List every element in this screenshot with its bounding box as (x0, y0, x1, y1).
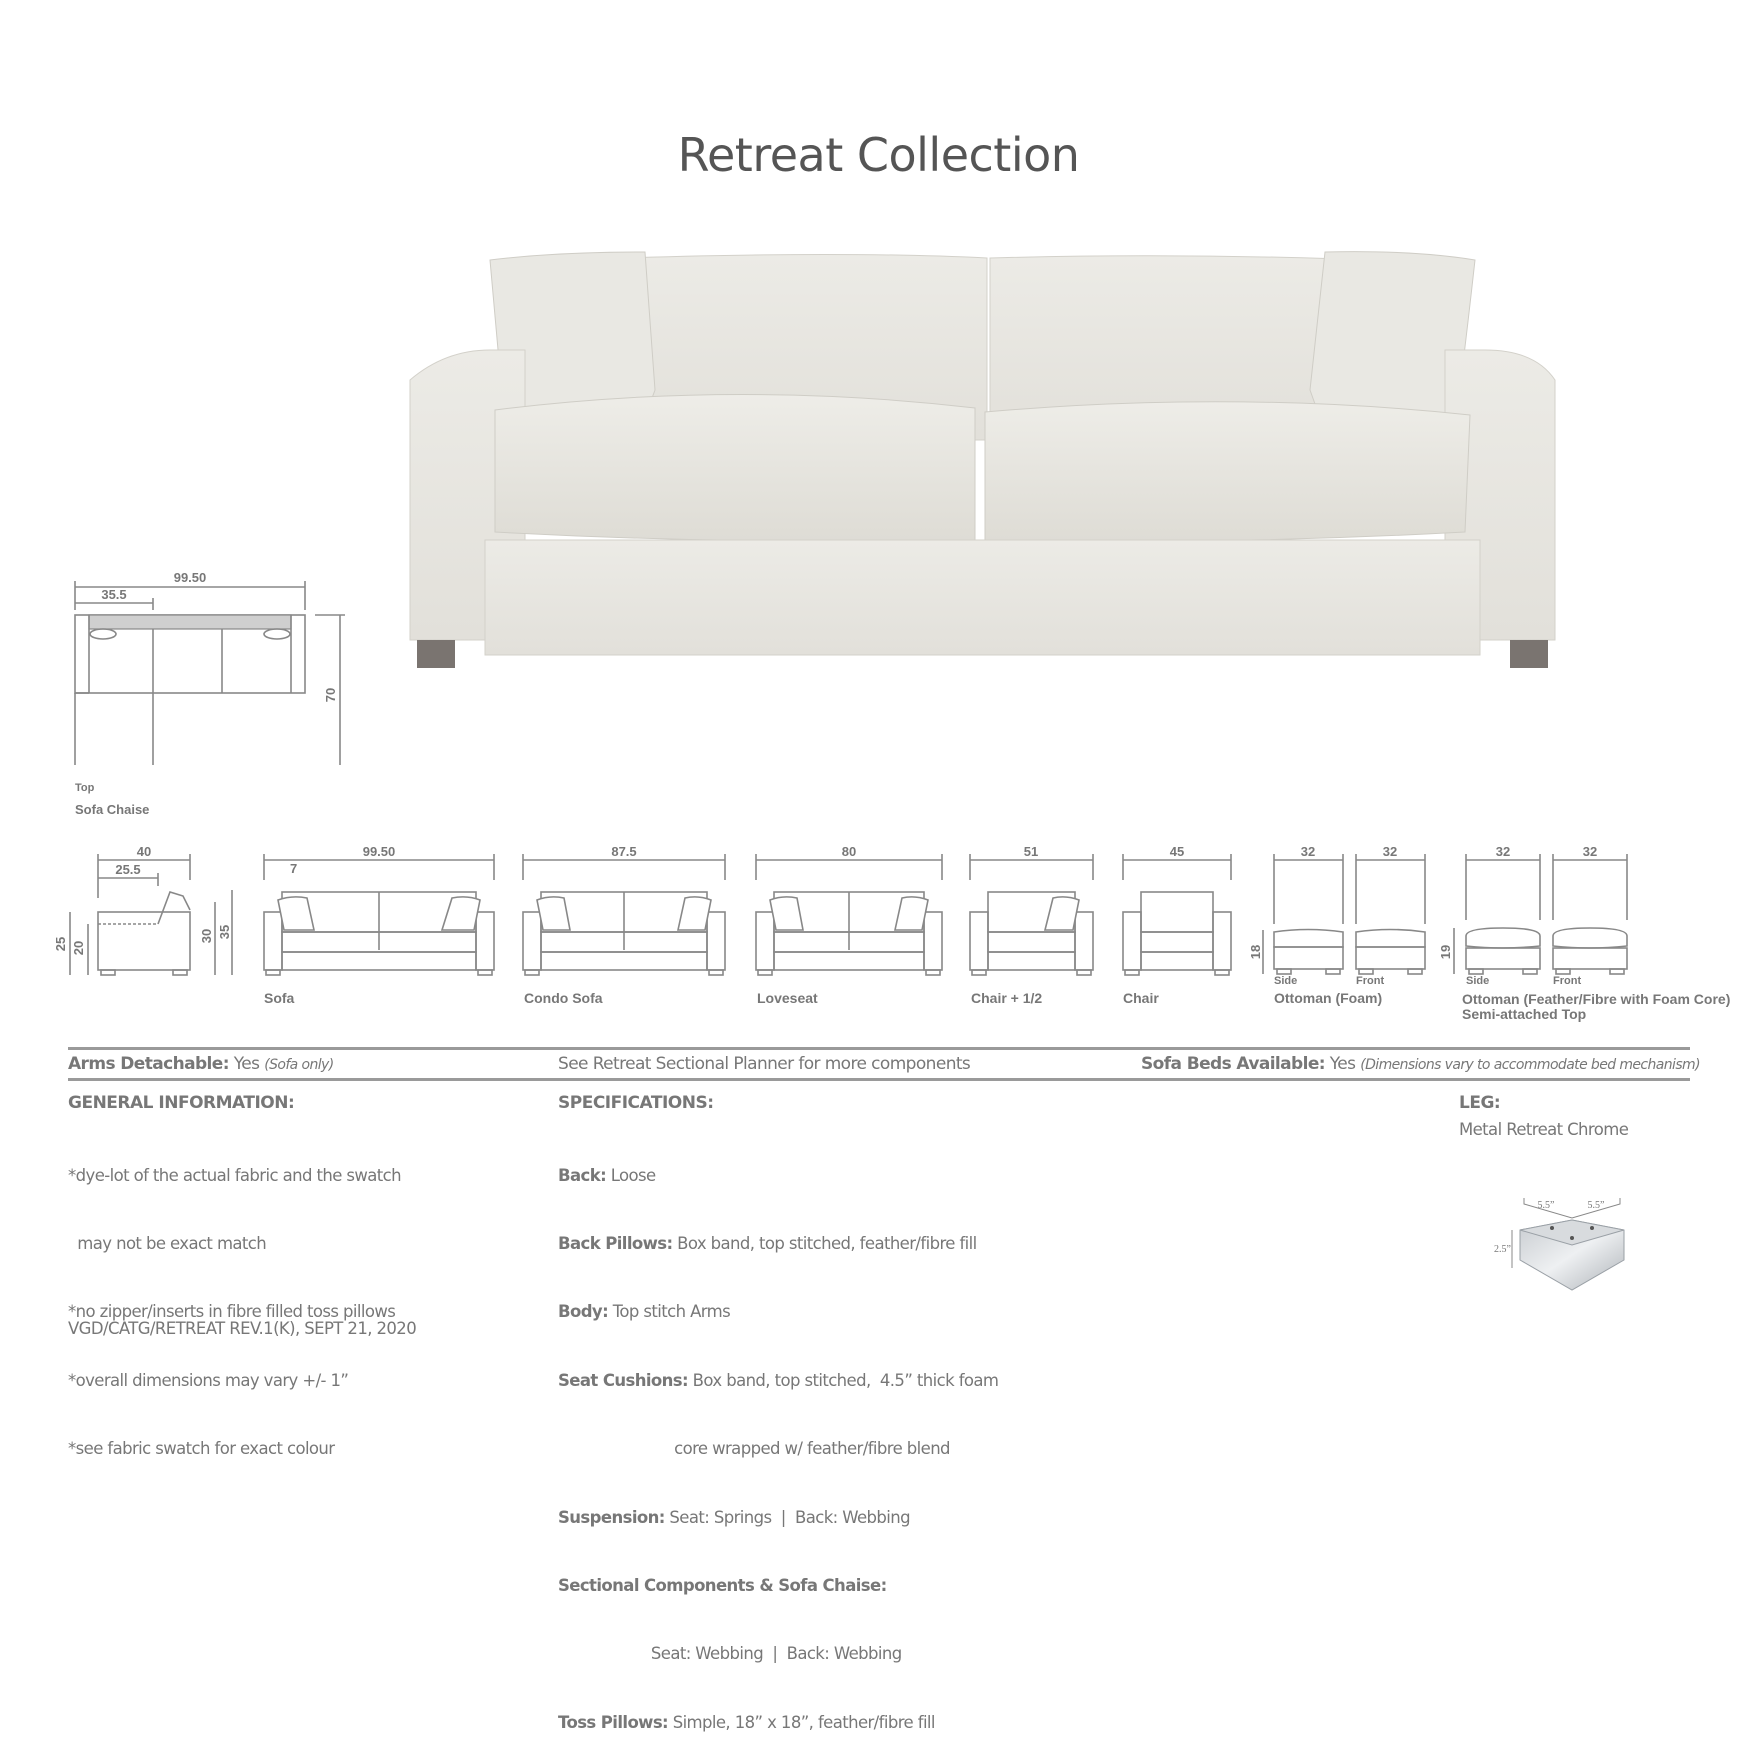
chrome-leg-diagram: 5.5” 5.5” 2.5” (1494, 1198, 1625, 1291)
svg-text:25: 25 (55, 937, 68, 951)
general-info-line: may not be exact match (68, 1233, 267, 1253)
loveseat-diagram: 80 (755, 844, 943, 976)
svg-text:18: 18 (1250, 945, 1263, 959)
spec-item: Seat Cushions: Box band, top stitched, 4… (558, 1370, 999, 1390)
divider-bottom (68, 1078, 1690, 1081)
svg-text:70: 70 (323, 688, 338, 702)
svg-text:35.5: 35.5 (101, 587, 126, 602)
spec-item: Suspension: Seat: Springs | Back: Webbin… (558, 1507, 911, 1527)
specifications-heading: SPECIFICATIONS: (558, 1093, 714, 1113)
svg-text:7: 7 (290, 861, 297, 876)
general-info-line: *see fabric swatch for exact colour (68, 1439, 335, 1459)
svg-text:32: 32 (1383, 844, 1397, 859)
model-label-chair-and-half: Chair + 1/2 (971, 990, 1043, 1006)
model-label-condo-sofa: Condo Sofa (524, 990, 603, 1006)
chair-and-half-diagram: 51 (969, 844, 1094, 976)
svg-text:51: 51 (1024, 844, 1038, 859)
leg-heading: LEG: (1459, 1093, 1501, 1113)
svg-text:25.5: 25.5 (115, 862, 140, 877)
specifications-list: Back: Loose Back Pillows: Box band, top … (558, 1119, 999, 1757)
divider-top (68, 1047, 1690, 1050)
document-code: VGD/CATG/RETREAT REV.1(K), SEPT 21, 2020 (68, 1319, 417, 1338)
sofa-front-diagram: 99.50 7 (263, 844, 495, 976)
chaise-view-label: Top (75, 782, 95, 794)
svg-text:87.5: 87.5 (611, 844, 636, 859)
spec-item: Seat: Webbing | Back: Webbing (558, 1644, 902, 1664)
general-info-line: *dye-lot of the actual fabric and the sw… (68, 1165, 402, 1185)
arms-detachable: Arms Detachable: Yes (Sofa only) (68, 1054, 334, 1074)
sofa-chaise-top-diagram: 99.50 35.5 70 (74, 570, 345, 765)
ottoman-feather-diagram: 32 32 19 (1440, 844, 1628, 975)
spec-item: core wrapped w/ feather/fibre blend (558, 1439, 950, 1459)
svg-text:35: 35 (217, 925, 232, 939)
svg-text:40: 40 (137, 844, 151, 859)
svg-text:80: 80 (842, 844, 856, 859)
ottoman-feather-front-label: Front (1553, 975, 1582, 987)
sectional-planner-note: See Retreat Sectional Planner for more c… (558, 1054, 971, 1074)
general-info-heading: GENERAL INFORMATION: (68, 1093, 295, 1113)
svg-text:32: 32 (1583, 844, 1597, 859)
spec-item: Back: Loose (558, 1165, 656, 1185)
ottoman-foam-side-label: Side (1274, 975, 1298, 987)
svg-text:99.50: 99.50 (174, 570, 207, 585)
page-title: Retreat Collection (677, 128, 1080, 182)
general-info-line: *overall dimensions may vary +/- 1” (68, 1370, 349, 1390)
model-label-sofa: Sofa (264, 990, 295, 1006)
spec-item: Toss Pillows: Simple, 18” x 18”, feather… (558, 1712, 936, 1732)
general-info-list: *dye-lot of the actual fabric and the sw… (68, 1119, 402, 1484)
spec-item: Back Pillows: Box band, top stitched, fe… (558, 1233, 977, 1253)
model-label-chair: Chair (1123, 990, 1159, 1006)
svg-text:19: 19 (1440, 945, 1453, 959)
model-label-loveseat: Loveseat (757, 990, 818, 1006)
ottoman-foam-diagram: 32 32 18 (1250, 844, 1426, 975)
spec-item: Body: Top stitch Arms (558, 1302, 731, 1322)
sofa-beds-available: Sofa Beds Available: Yes (Dimensions var… (1141, 1054, 1701, 1074)
svg-text:2.5”: 2.5” (1494, 1244, 1511, 1255)
model-label-ottoman-foam: Ottoman (Foam) (1274, 990, 1383, 1006)
chair-diagram: 45 (1122, 844, 1232, 976)
svg-text:99.50: 99.50 (363, 844, 396, 859)
svg-text:32: 32 (1496, 844, 1510, 859)
svg-text:45: 45 (1170, 844, 1184, 859)
spec-item: Sectional Components & Sofa Chaise: (558, 1575, 887, 1595)
model-label-ottoman-feather: Ottoman (Feather/Fibre with Foam Core) S… (1462, 991, 1731, 1022)
ottoman-foam-front-label: Front (1356, 975, 1385, 987)
svg-text:20: 20 (71, 941, 86, 955)
ottoman-feather-side-label: Side (1466, 975, 1490, 987)
svg-text:5.5”: 5.5” (1588, 1200, 1605, 1211)
sofa-product-photo (409, 251, 1556, 668)
leg-value: Metal Retreat Chrome (1459, 1120, 1629, 1139)
svg-text:5.5”: 5.5” (1538, 1200, 1555, 1211)
svg-text:30: 30 (199, 929, 214, 943)
condo-sofa-diagram: 87.5 (522, 844, 726, 976)
side-profile-diagram: 40 25.5 25 20 30 35 (55, 844, 233, 976)
svg-text:32: 32 (1301, 844, 1315, 859)
chaise-name: Sofa Chaise (75, 802, 150, 817)
general-info-line: *no zipper/inserts in fibre filled toss … (68, 1302, 396, 1322)
